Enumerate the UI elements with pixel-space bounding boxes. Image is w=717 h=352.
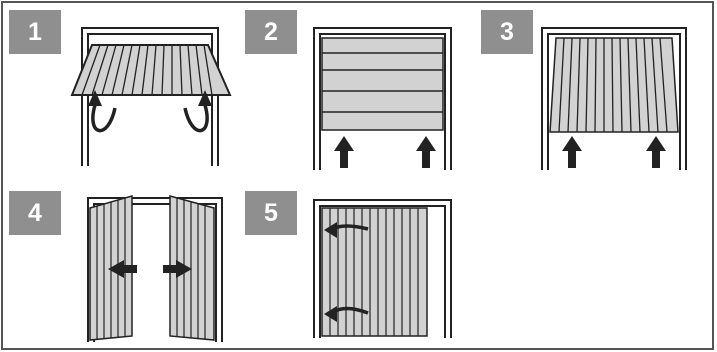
curved-up-arrow-right xyxy=(183,104,209,133)
panel-2-number-badge: 2 xyxy=(245,10,297,54)
side-hinged-door-icon xyxy=(87,195,223,342)
panel-1-number-badge: 1 xyxy=(9,10,61,54)
panel-4-number-badge: 4 xyxy=(9,191,61,235)
up-arrows xyxy=(334,136,436,168)
sectional-door-icon xyxy=(313,27,452,170)
door-frame xyxy=(81,27,219,166)
up-and-over-canopy-door-icon xyxy=(70,27,232,166)
up-arrows xyxy=(562,136,666,168)
outward-arrows xyxy=(108,260,192,278)
tilting-door-icon xyxy=(541,27,687,170)
side-sliding-door-icon xyxy=(313,199,452,338)
tilting-door-panel xyxy=(549,37,679,133)
door-frame xyxy=(313,27,452,170)
canopy-door-panel xyxy=(70,44,232,96)
door-frame xyxy=(541,27,687,170)
panel-3-number-badge: 3 xyxy=(481,10,533,54)
sectional-door-panel xyxy=(321,37,444,131)
panel-5-number-badge: 5 xyxy=(245,191,297,235)
right-door-leaf xyxy=(169,195,215,341)
curved-up-arrow-left xyxy=(91,104,117,133)
door-frame xyxy=(313,199,452,338)
